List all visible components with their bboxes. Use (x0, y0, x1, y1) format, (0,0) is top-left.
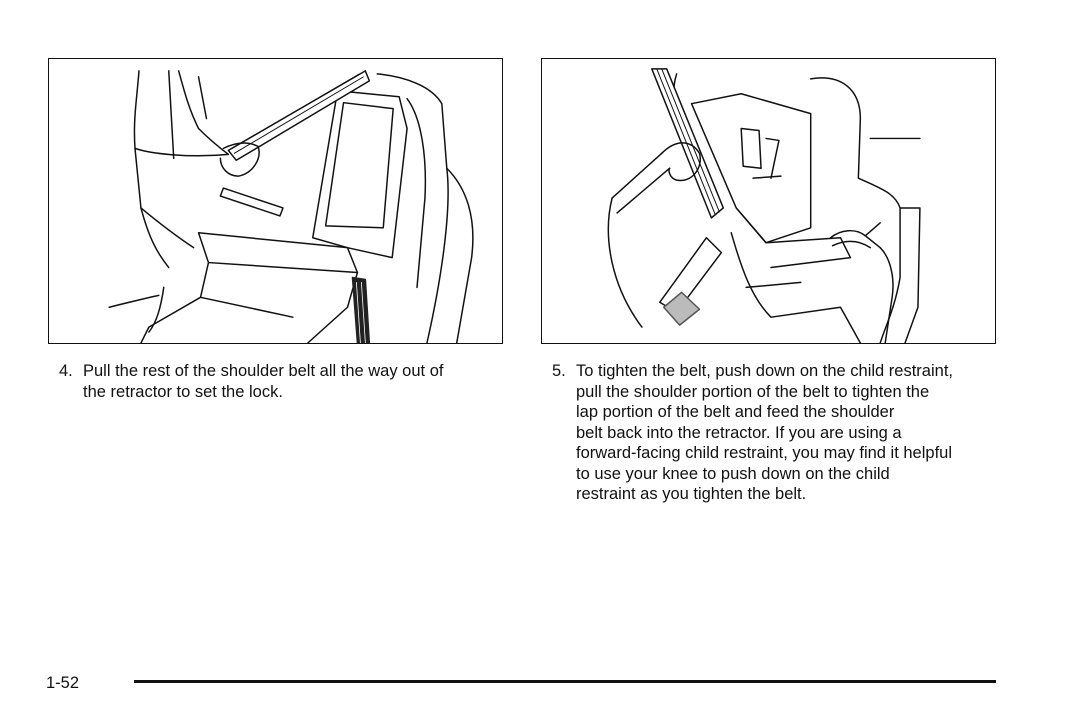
person-torso-illustration (133, 70, 260, 269)
seat-belt-strap-illustration (219, 70, 371, 343)
step-number: 4. (59, 362, 73, 380)
step-text-line: forward-facing child restraint, you may … (576, 444, 953, 462)
step-text-line: the retractor to set the lock. (83, 382, 283, 401)
step-text: Pull the rest of the shoulder belt all t… (83, 361, 443, 402)
vehicle-seat-illustration (108, 73, 474, 343)
step-4-instruction: 4. Pull the rest of the shoulder belt al… (59, 361, 499, 402)
figure-tighten-belt (541, 58, 996, 344)
step-number: 5. (552, 362, 566, 380)
step-text-line: lap portion of the belt and feed the sho… (576, 403, 895, 421)
child-restraint-seat-illustration (690, 93, 862, 343)
step-text-line: to use your knee to push down on the chi… (576, 464, 890, 483)
hand-pushing-seat-illustration (829, 222, 894, 343)
step-text-line: restraint as you tighten the belt. (576, 485, 807, 503)
step-5-instruction: 5. To tighten the belt, push down on the… (552, 361, 1002, 505)
step-text: To tighten the belt, push down on the ch… (576, 361, 953, 505)
hand-pulling-belt-illustration (611, 68, 725, 326)
page-number: 1-52 (46, 674, 80, 692)
vehicle-seat-illustration (607, 73, 921, 343)
step-text-line: belt back into the retractor. If you are… (576, 423, 902, 442)
footer-divider (134, 680, 996, 683)
step-text-line: To tighten the belt, push down on the ch… (576, 362, 953, 380)
step-text-line: Pull the rest of the shoulder belt all t… (83, 362, 444, 380)
figure-pull-belt-out (48, 58, 503, 344)
step-text-line: pull the shoulder portion of the belt to… (576, 382, 930, 401)
